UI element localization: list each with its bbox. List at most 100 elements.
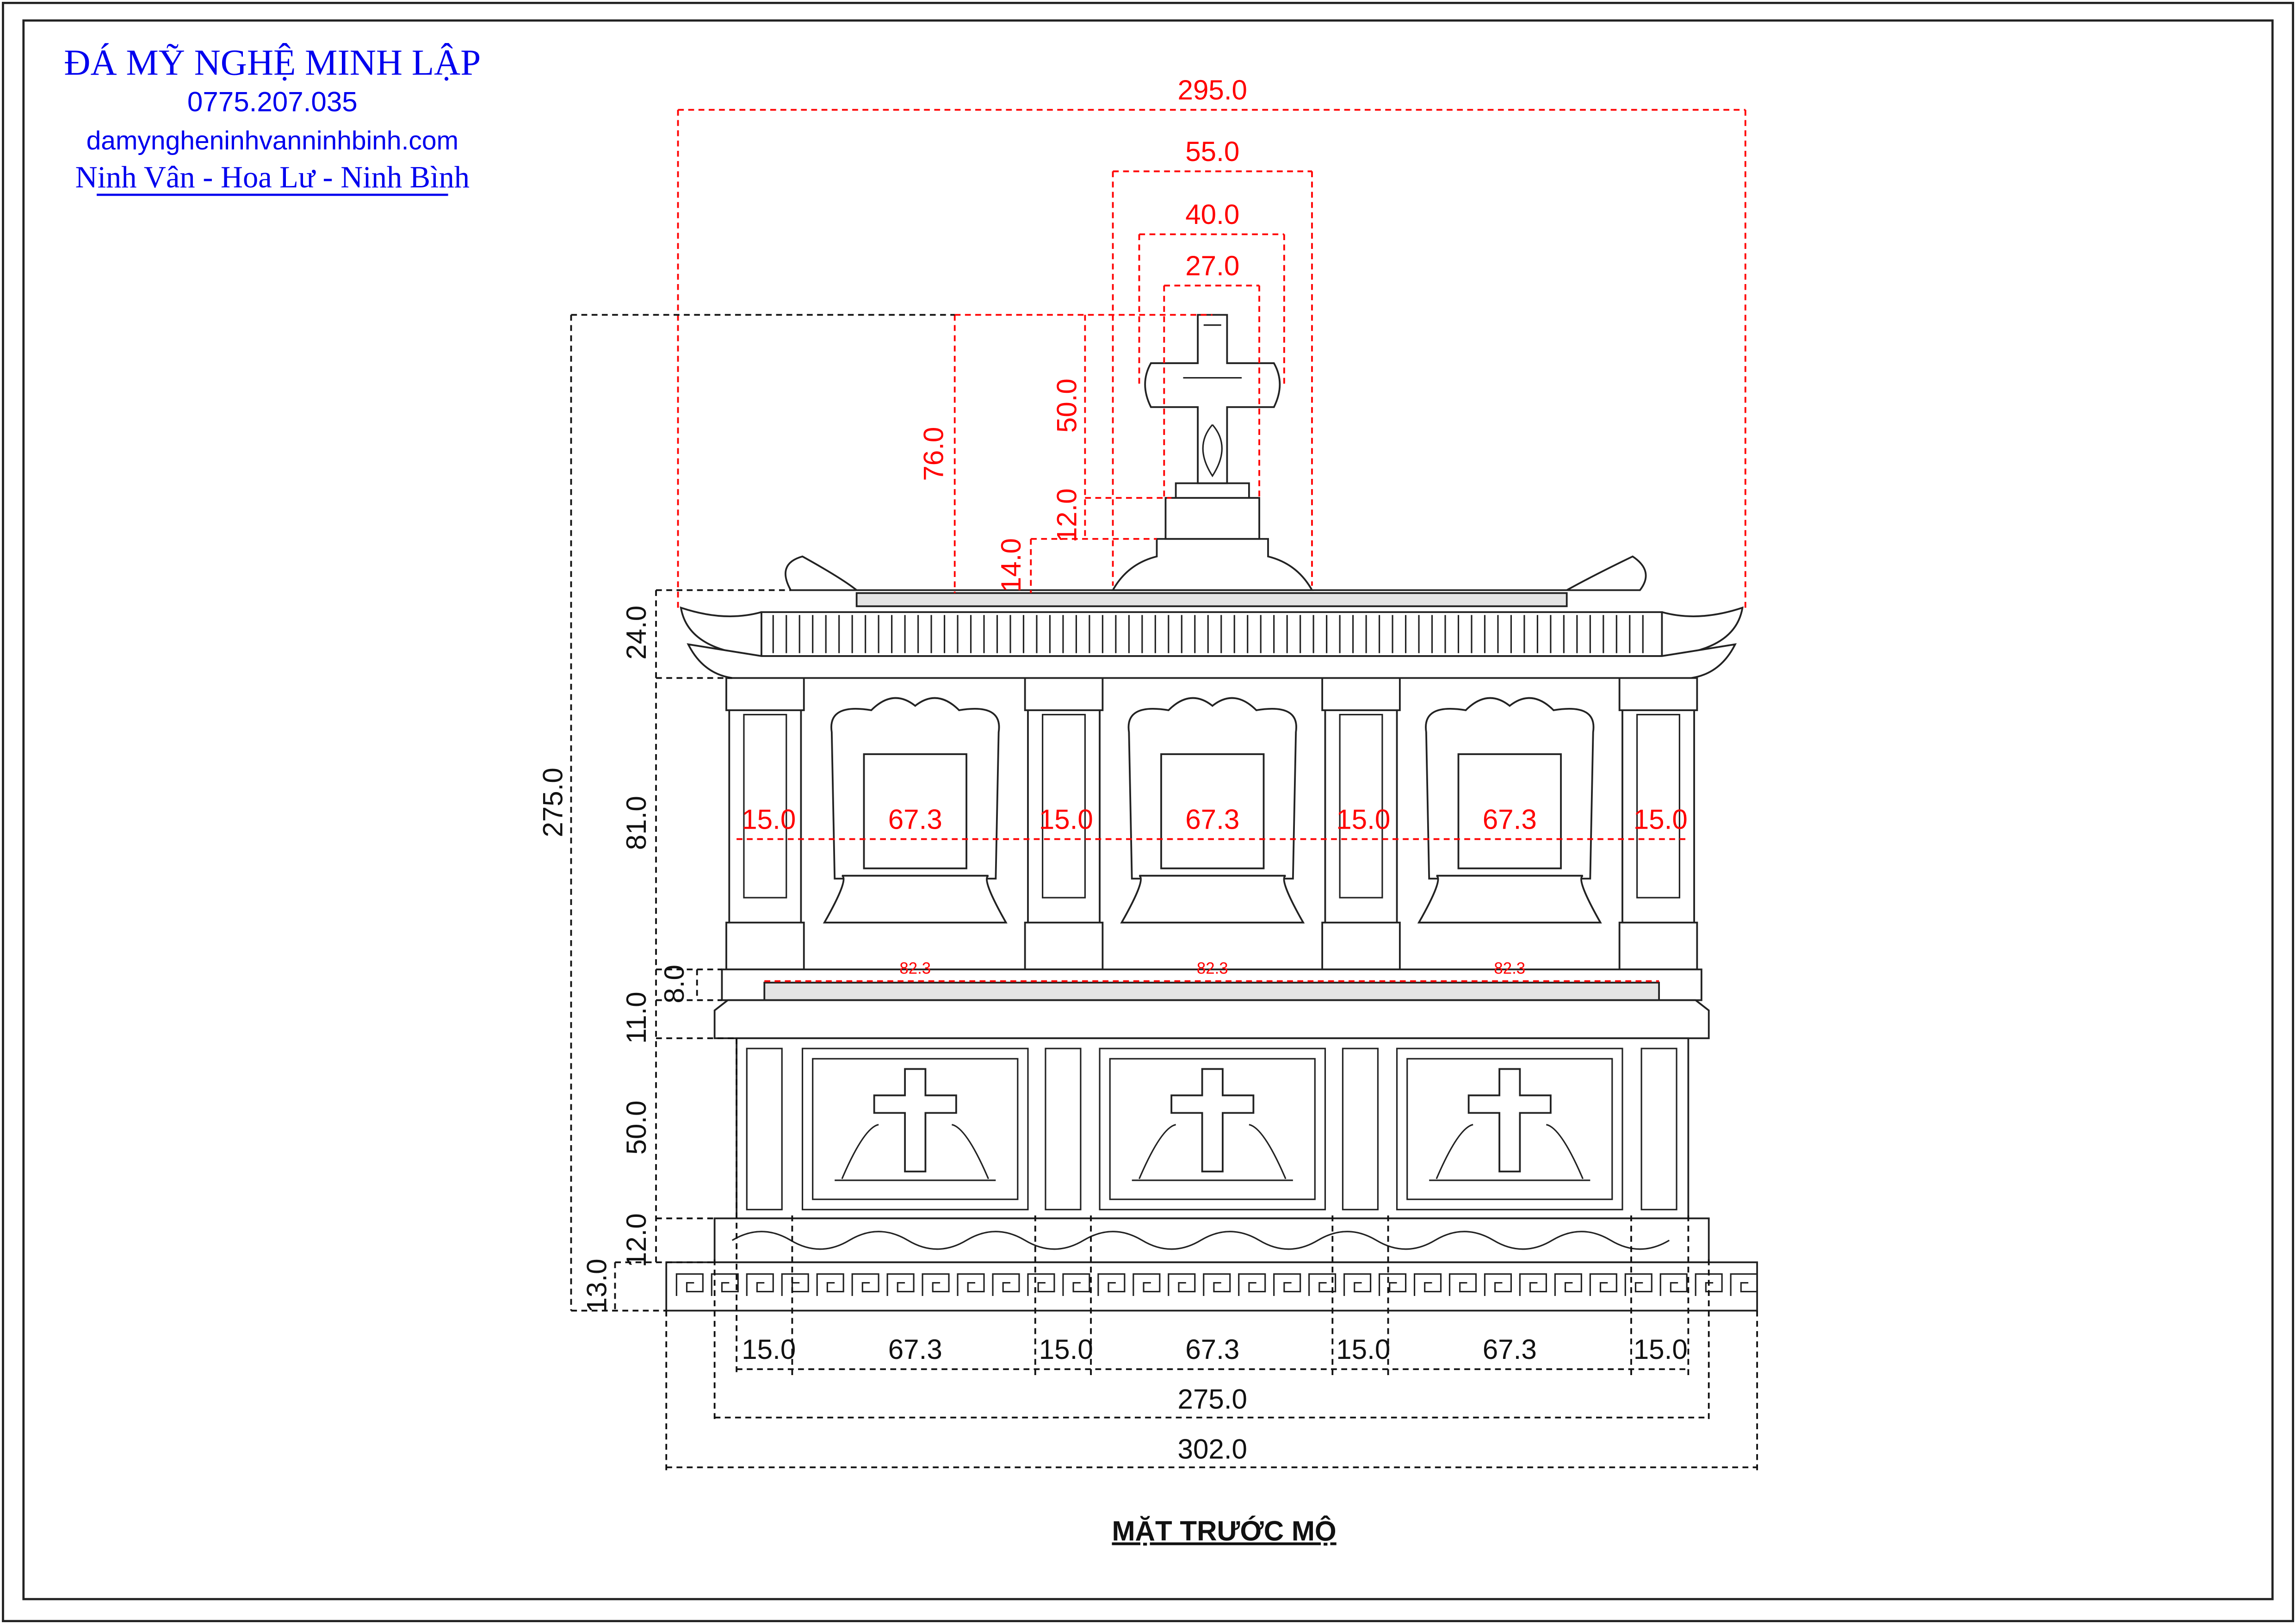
dim-step1: 8.0: [659, 965, 690, 1004]
dim-body-width: 275.0: [1178, 1384, 1247, 1415]
column-inset: [743, 713, 787, 899]
dim-bot-2: 15.0: [1039, 1334, 1093, 1365]
dim-step2: 11.0: [621, 992, 652, 1044]
plinth: [665, 1261, 1758, 1312]
column-inset: [1042, 713, 1086, 899]
greek-key-motif: [1659, 1273, 1688, 1296]
dim-cross-pedestal-width: 27.0: [1185, 250, 1239, 281]
memorial-plaque: [1457, 753, 1562, 869]
dim-total-height: 275.0: [537, 768, 568, 837]
column-capital: [1321, 677, 1401, 711]
greek-key-motif: [1448, 1273, 1477, 1296]
column-base: [1618, 922, 1698, 971]
dim-cross-base-width: 55.0: [1185, 136, 1239, 167]
greek-key-motif: [922, 1273, 950, 1296]
cross-icon: [1170, 1068, 1255, 1172]
greek-key-motif: [886, 1273, 915, 1296]
dim-frieze: 12.0: [621, 1213, 652, 1267]
cross-icon: [1467, 1068, 1552, 1172]
dim-slab-1: 82.3: [1197, 960, 1228, 978]
upper-column: [1324, 677, 1398, 971]
greek-key-motif: [1378, 1273, 1407, 1296]
top-dimensions: 295.0 55.0 40.0 27.0 76.0 50.0 12.0 14.0: [677, 74, 1746, 608]
cross-panel-frame: [1396, 1048, 1623, 1210]
dim-total-width: 295.0: [1178, 74, 1247, 105]
column-base: [725, 922, 805, 971]
dim-mid-6: 15.0: [1634, 804, 1688, 835]
greek-key-motif: [1695, 1273, 1723, 1296]
company-website[interactable]: damyngheninhvanninhbinh.com: [87, 126, 458, 155]
memorial-plaque: [1160, 753, 1265, 869]
company-address: Ninh Vân - Hoa Lư - Ninh Bình: [75, 161, 470, 194]
greek-key-motif: [1133, 1273, 1161, 1296]
greek-key-motif: [1168, 1273, 1196, 1296]
bottom-dimensions: 15.0 67.3 15.0 67.3 15.0 67.3 15.0 275.0…: [665, 1038, 1758, 1474]
greek-key-motif: [1027, 1273, 1055, 1296]
dim-mid-1: 67.3: [888, 804, 942, 835]
column-base: [1024, 922, 1104, 971]
dim-roof: 24.0: [621, 606, 652, 660]
greek-key-motif: [1308, 1273, 1337, 1296]
dim-bot-0: 15.0: [742, 1334, 796, 1365]
dim-mid-3: 67.3: [1185, 804, 1239, 835]
cross-panel-inner: [1406, 1058, 1613, 1200]
dim-slab-2: 82.3: [1494, 960, 1525, 978]
dim-bot-1: 67.3: [888, 1334, 942, 1365]
greek-key-motif: [1343, 1273, 1372, 1296]
dim-upper-body: 81.0: [621, 796, 652, 850]
wheat-icon: [835, 1124, 996, 1181]
frieze: [713, 1217, 1710, 1264]
greek-key-motif: [992, 1273, 1020, 1296]
lotus-base: [823, 874, 1008, 924]
dim-mid-4: 15.0: [1336, 804, 1390, 835]
dim-bot-3: 67.3: [1185, 1334, 1239, 1365]
dim-mid-5: 67.3: [1483, 804, 1537, 835]
dim-bot-6: 15.0: [1634, 1334, 1688, 1365]
greek-key-motif: [1203, 1273, 1231, 1296]
wheat-icon: [1429, 1124, 1590, 1181]
dim-plinth: 13.0: [581, 1258, 612, 1313]
dim-slab-0: 82.3: [899, 960, 931, 978]
dim-lower-body: 50.0: [621, 1101, 652, 1155]
upper-column: [1027, 677, 1101, 971]
cross-panel-inner: [1109, 1058, 1316, 1200]
greek-key-motif: [1062, 1273, 1090, 1296]
greek-key-motif: [1413, 1273, 1442, 1296]
lower-pillar-inset: [1342, 1048, 1379, 1210]
greek-key-motif: [1484, 1273, 1512, 1296]
greek-key-motif: [1730, 1273, 1758, 1296]
greek-key-motif: [675, 1273, 704, 1296]
drawing-title: MẶT TRƯỚC MỘ: [1112, 1516, 1336, 1547]
dim-cross-total-height: 76.0: [918, 427, 949, 481]
dim-bot-4: 15.0: [1336, 1334, 1390, 1365]
dim-mid-2: 15.0: [1039, 804, 1093, 835]
lotus-base: [1120, 874, 1305, 924]
greek-key-motif: [711, 1273, 739, 1296]
company-header: ĐÁ MỸ NGHỆ MINH LẬP 0775.207.035 damyngh…: [64, 42, 481, 196]
greek-key-motif: [1589, 1273, 1617, 1296]
greek-key-motif: [1554, 1273, 1582, 1296]
dim-cross-arm-width: 40.0: [1185, 199, 1239, 230]
company-name: ĐÁ MỸ NGHỆ MINH LẬP: [64, 42, 481, 83]
dim-cross-height: 50.0: [1051, 378, 1082, 433]
dim-overall-width: 302.0: [1178, 1433, 1247, 1464]
top-cross: [1111, 314, 1314, 591]
greek-key-motif: [1624, 1273, 1652, 1296]
greek-key-motif: [1238, 1273, 1266, 1296]
dim-mid-0: 15.0: [742, 804, 796, 835]
dim-bot-5: 67.3: [1483, 1334, 1537, 1365]
greek-key-motif: [1097, 1273, 1126, 1296]
greek-key-motif: [816, 1273, 844, 1296]
column-capital: [1618, 677, 1698, 711]
upper-column: [728, 677, 802, 971]
greek-key-motif: [1273, 1273, 1301, 1296]
column-capital: [725, 677, 805, 711]
greek-key-motif: [851, 1273, 879, 1296]
tomb-structure: [665, 314, 1758, 1312]
greek-key-motif: [957, 1273, 985, 1296]
cross-panel-frame: [1099, 1048, 1326, 1210]
greek-key-motif: [1519, 1273, 1547, 1296]
column-base: [1321, 922, 1401, 971]
roof: [680, 555, 1744, 679]
